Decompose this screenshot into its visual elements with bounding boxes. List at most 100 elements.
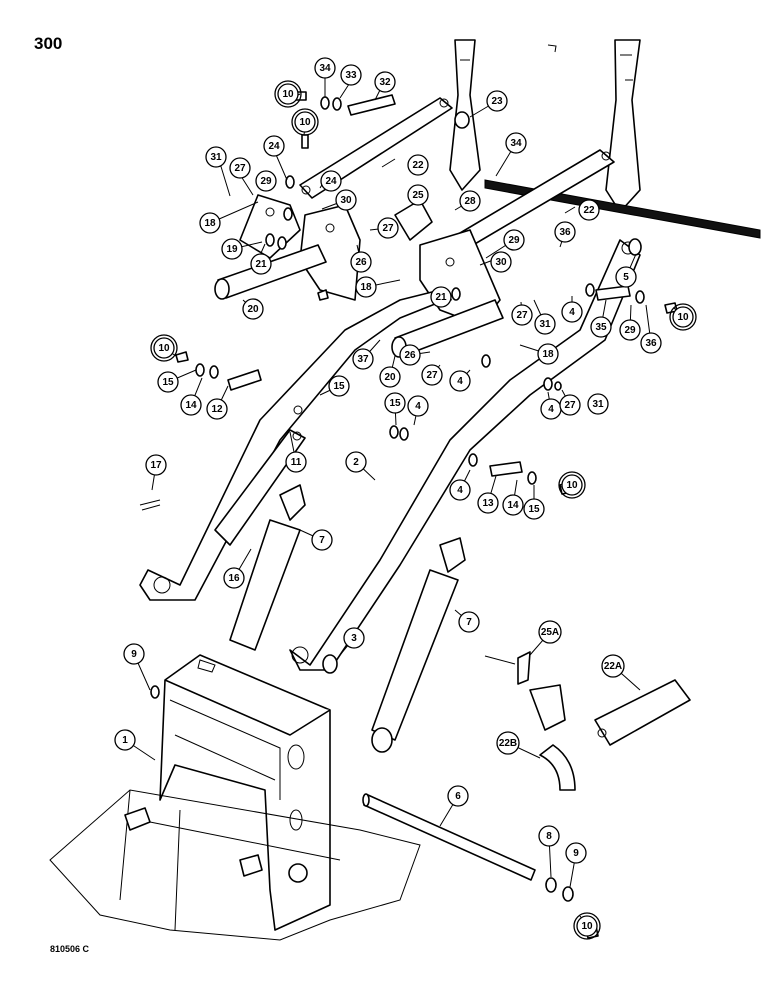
callout-36: 36 [640, 332, 662, 354]
callout-label: 1 [122, 735, 128, 746]
callout-circle [407, 184, 429, 206]
callout-27: 27 [421, 364, 443, 386]
callout-label: 18 [360, 282, 372, 293]
callout-circle [355, 276, 377, 298]
callout-1: 1 [114, 729, 136, 751]
pin-12 [227, 369, 262, 391]
callout-30: 30 [335, 189, 357, 211]
callout-30: 30 [490, 251, 512, 273]
page-number: 300 [34, 34, 63, 53]
callout-circle [379, 366, 401, 388]
drawing-code: 810506 C [50, 944, 90, 954]
callout-label: 17 [150, 460, 162, 471]
callout-4: 4 [561, 301, 583, 323]
callout-circle [538, 825, 560, 847]
callout-8: 8 [538, 825, 560, 847]
callout-circle [335, 189, 357, 211]
callout-27: 27 [377, 217, 399, 239]
callout-circle [263, 135, 285, 157]
callout-15: 15 [328, 375, 350, 397]
callout-15: 15 [157, 371, 179, 393]
callout-label: 19 [226, 244, 238, 255]
callout-label: 10 [282, 89, 294, 100]
callout-circle [294, 111, 316, 133]
callout-circle [477, 492, 499, 514]
callout-label: 27 [516, 310, 528, 321]
callout-circle [640, 332, 662, 354]
callout-circle [459, 190, 481, 212]
callout-label: 36 [645, 338, 657, 349]
callout-label: 31 [539, 319, 551, 330]
callout-label: 27 [426, 370, 438, 381]
callout-circle [123, 643, 145, 665]
callout-22: 22 [407, 154, 429, 176]
callout-circle [221, 238, 243, 260]
callout-circle [554, 221, 576, 243]
callout-circle [206, 398, 228, 420]
callout-label: 26 [355, 257, 367, 268]
callout-label: 22 [412, 160, 424, 171]
callout-circle [490, 251, 512, 273]
callout-label: 37 [357, 354, 369, 365]
callout-circle [538, 620, 562, 644]
callout-label: 21 [255, 259, 267, 270]
callout-label: 15 [333, 381, 345, 392]
callout-25: 25 [407, 184, 429, 206]
callout-15: 15 [384, 392, 406, 414]
callout-label: 23 [491, 96, 503, 107]
callout-label: 21 [435, 292, 447, 303]
callout-circle [561, 474, 583, 496]
callout-29: 29 [503, 229, 525, 251]
callout-highlight-ring [291, 108, 319, 136]
callout-label: 29 [260, 176, 272, 187]
callout-circle [537, 343, 559, 365]
callout-circle [615, 266, 637, 288]
callout-3: 3 [343, 627, 365, 649]
cross-tube-20-lower [391, 299, 504, 358]
callout-circle [311, 529, 333, 551]
callout-highlight-ring [669, 303, 697, 331]
callout-circle [153, 337, 175, 359]
callout-label: 25 [412, 190, 424, 201]
callout-34: 34 [314, 57, 336, 79]
callout-label: 32 [379, 77, 391, 88]
long-pin-6 [362, 793, 536, 881]
callout-label: 10 [158, 343, 170, 354]
hydraulic-cylinder-7-left [229, 484, 306, 651]
callout-32: 32 [374, 71, 396, 93]
callout-17: 17 [145, 454, 167, 476]
callout-circle [421, 364, 443, 386]
callout-7: 7 [458, 611, 480, 633]
callout-35: 35 [590, 316, 612, 338]
callout-4: 4 [449, 370, 471, 392]
callout-22B: 22B [496, 731, 520, 755]
callout-label: 12 [211, 404, 223, 415]
callout-label: 18 [542, 349, 554, 360]
callout-circle [205, 146, 227, 168]
callout-19: 19 [221, 238, 243, 260]
callout-26: 26 [399, 344, 421, 366]
callout-circle [458, 611, 480, 633]
callout-20: 20 [242, 298, 264, 320]
callout-23: 23 [486, 90, 508, 112]
callout-circle [223, 567, 245, 589]
callout-circle [250, 253, 272, 275]
callout-21: 21 [250, 253, 272, 275]
callout-label: 22 [583, 205, 595, 216]
callout-circle [447, 785, 469, 807]
callout-20: 20 [379, 366, 401, 388]
callout-2: 2 [345, 451, 367, 473]
washer-9-lower [562, 886, 574, 902]
callout-25A: 25A [538, 620, 562, 644]
callout-label: 4 [457, 376, 463, 387]
callout-label: 34 [319, 63, 331, 74]
callout-label: 15 [528, 504, 540, 515]
callout-circle [430, 286, 452, 308]
callout-27: 27 [229, 157, 251, 179]
callout-10: 10 [150, 334, 178, 362]
callout-label: 25A [541, 627, 559, 638]
callout-10: 10 [291, 108, 319, 136]
bucket-links-background [449, 39, 761, 239]
callout-31: 31 [587, 393, 609, 415]
callout-4: 4 [540, 398, 562, 420]
